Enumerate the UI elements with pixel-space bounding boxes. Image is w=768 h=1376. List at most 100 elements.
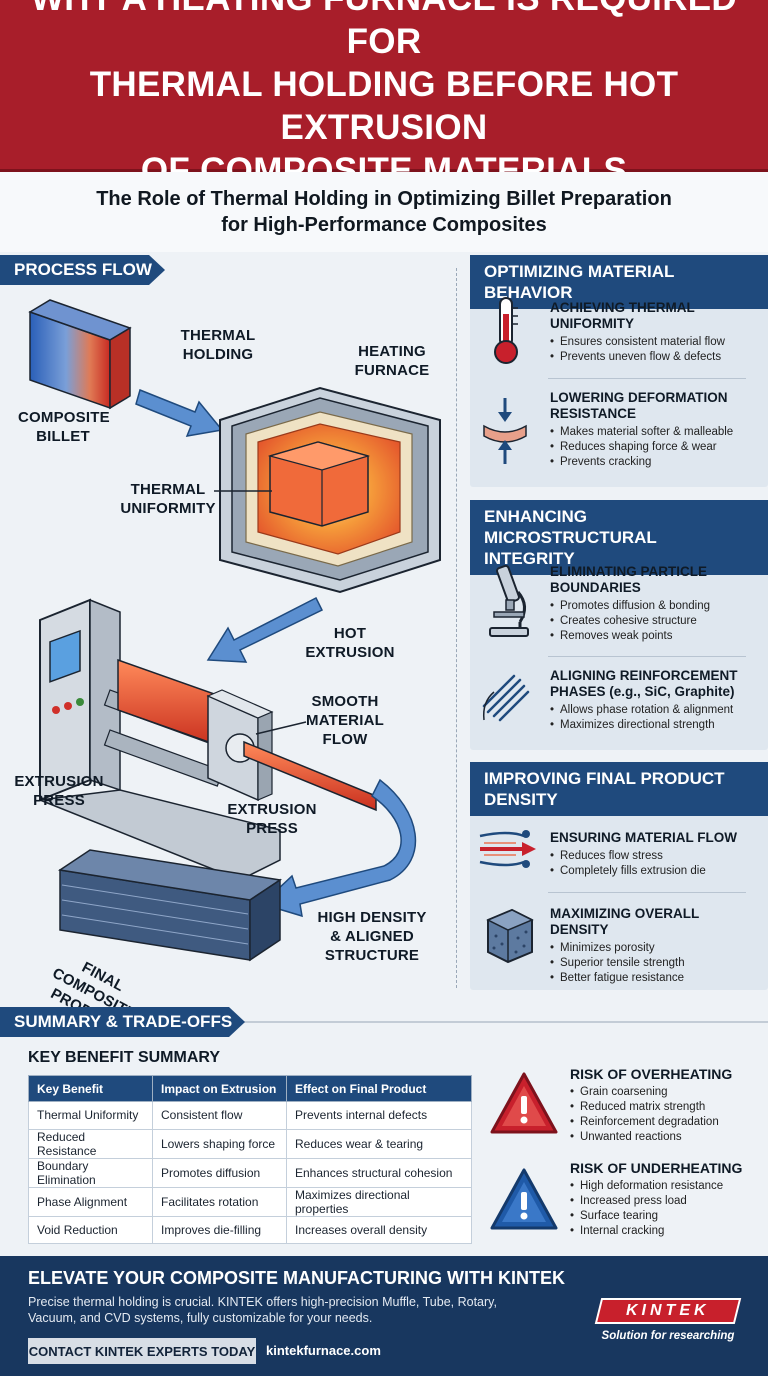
label-composite-billet: COMPOSITE BILLET [18,408,110,446]
column-divider [456,268,457,988]
label-smooth-flow: SMOOTH MATERIAL FLOW [300,692,390,749]
label-thermal-holding: THERMAL HOLDING [168,326,268,364]
composite-billet-icon [28,299,132,410]
heating-furnace-icon [219,386,441,594]
bullet-list: Allows phase rotation & alignment Maximi… [550,703,760,733]
risk-title: RISK OF UNDERHEATING [570,1160,743,1176]
label-thermal-holding-line-2: HOLDING [182,346,254,363]
contact-experts-button[interactable]: CONTACT KINTEK EXPERTS TODAY [28,1338,256,1364]
material-flow-icon [479,830,536,868]
logo-tagline: Solution for researching [601,1330,735,1342]
risk-title: RISK OF OVERHEATING [570,1066,733,1082]
warning-blue-icon [490,1168,558,1230]
bullet-list: Promotes diffusion & bonding Creates coh… [550,599,760,644]
table-title: KEY BENEFIT SUMMARY [28,1049,221,1066]
item-title: ENSURING MATERIAL FLOW [550,830,737,845]
label-extrusion-press-center-line-2: PRESS [246,820,298,837]
label-smooth-flow-line-2: MATERIAL [306,712,384,729]
bullet-item: Increased press load [570,1194,760,1209]
item-title-line-1: ACHIEVING THERMAL [550,300,695,315]
bullet-item: Prevents uneven flow & defects [550,350,760,365]
bullet-item: Reduces flow stress [550,849,760,864]
table-cell: Maximizes directional properties [286,1186,472,1217]
final-product-icon [57,849,283,962]
label-heating-furnace-line-1: HEATING [358,343,426,360]
label-composite-billet-line-1: COMPOSITE [18,409,110,426]
bullet-item: Removes weak points [550,629,760,644]
warning-red-icon [490,1072,558,1134]
subtitle-line-2: for High-Performance Composites [221,214,547,236]
extrusion-press-icon [39,598,377,881]
kintek-logo: KINTEK [594,1298,742,1324]
subtitle-line-1: The Role of Thermal Holding in Optimizin… [96,188,672,210]
bullet-item: Prevents cracking [550,455,760,470]
arrow-to-final-product-icon [260,778,417,918]
risk-underheating: RISK OF UNDERHEATING High deformation re… [570,1160,760,1239]
website-link[interactable]: kintekfurnace.com [266,1343,381,1358]
label-hot-extrusion-line-1: HOT [333,625,367,642]
arrow-to-furnace-icon [135,388,224,437]
item-title: MAXIMIZING OVERALL DENSITY [550,906,700,937]
label-high-density-line-1: HIGH DENSITY [317,909,427,926]
label-thermal-uniformity: THERMAL UNIFORMITY [118,480,218,518]
compression-icon [483,398,527,464]
table-header-cell: Effect on Final Product [286,1075,472,1102]
arrow-to-press-icon [206,596,324,663]
bullet-item: Maximizes directional strength [550,718,760,733]
table-cell: Phase Alignment [28,1186,153,1217]
bullet-item: Reinforcement degradation [570,1115,760,1130]
label-heating-furnace: HEATING FURNACE [342,342,442,380]
bullet-item: Promotes diffusion & bonding [550,599,760,614]
bullet-item: Internal cracking [570,1224,760,1239]
item-title-line-2: BOUNDARIES [550,580,641,595]
dense-cube-icon [486,908,534,964]
table-cell: Prevents internal defects [286,1101,472,1130]
bullet-list: Ensures consistent material flow Prevent… [550,335,760,365]
table-header-cell: Key Benefit [28,1075,153,1102]
bullet-item: Completely fills extrusion die [550,864,760,879]
enhancing-title-line-2: INTEGRITY [484,549,575,568]
page-subtitle: The Role of Thermal Holding in Optimizin… [0,172,768,252]
bullet-item: Allows phase rotation & alignment [550,703,760,718]
table-cell: Boundary Elimination [28,1157,153,1188]
kintek-logo-text: KINTEK [626,1302,710,1319]
label-composite-billet-line-2: BILLET [36,428,90,445]
label-hot-extrusion-line-2: EXTRUSION [305,644,395,661]
table-cell: Lowers shaping force [152,1128,287,1159]
item-overall-density: MAXIMIZING OVERALL DENSITY Minimizes por… [550,906,760,986]
item-title-line-1: LOWERING DEFORMATION [550,390,728,405]
bullet-list: High deformation resistance Increased pr… [570,1179,760,1239]
microscope-icon [489,564,529,637]
bullet-item: High deformation resistance [570,1179,760,1194]
improving-title-line-2: DENSITY [484,790,558,809]
separator [548,656,746,657]
footer-text-line-1: Precise thermal holding is crucial. KINT… [28,1295,497,1309]
bullet-list: Grain coarsening Reduced matrix strength… [570,1085,760,1145]
item-title-line-1: ELIMINATING PARTICLE [550,564,707,579]
table-cell: Facilitates rotation [152,1186,287,1217]
label-smooth-flow-line-3: FLOW [322,731,368,748]
bullet-list: Makes material softer & malleable Reduce… [550,425,760,470]
footer-text-line-2: Vacuum, and CVD systems, fully customiza… [28,1311,373,1325]
bullet-item: Better fatigue resistance [550,971,760,986]
label-hot-extrusion: HOT EXTRUSION [300,624,400,662]
table-cell: Thermal Uniformity [28,1101,153,1130]
table-header-row: Key Benefit Impact on Extrusion Effect o… [28,1075,472,1102]
label-extrusion-press-center: EXTRUSION PRESS [222,800,322,838]
thermometer-icon [494,297,518,364]
header-line-1: WHY A HEATING FURNACE IS REQUIRED FOR [31,0,737,61]
bullet-item: Grain coarsening [570,1085,760,1100]
label-extrusion-press-left: EXTRUSION PRESS [14,772,104,810]
summary-tab: SUMMARY & TRADE-OFFS [0,1007,245,1037]
bullet-list: Minimizes porosity Superior tensile stre… [550,941,760,986]
label-heating-furnace-line-2: FURNACE [354,362,430,379]
bullet-item: Ensures consistent material flow [550,335,760,350]
footer-text: Precise thermal holding is crucial. KINT… [28,1294,528,1326]
